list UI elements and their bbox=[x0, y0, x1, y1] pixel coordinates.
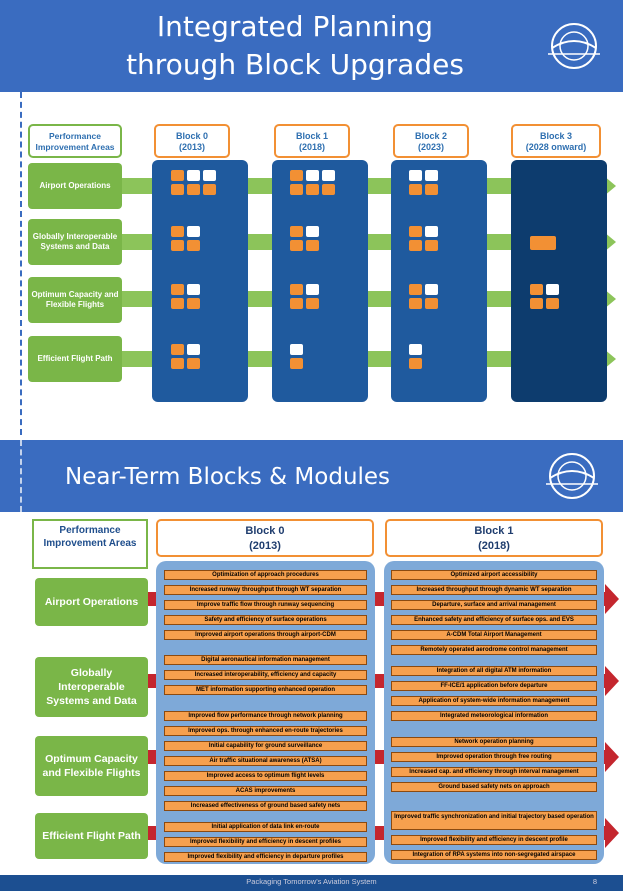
module: Remotely operated aerodrome control mana… bbox=[391, 645, 597, 655]
module-cluster bbox=[530, 236, 556, 250]
module: Improved flexibility and efficiency in d… bbox=[164, 837, 367, 847]
module-cluster bbox=[290, 226, 319, 251]
block0-column bbox=[152, 160, 248, 402]
module: Network operation planning bbox=[391, 737, 597, 747]
block3-column bbox=[511, 160, 607, 402]
area-efficient-flight-path: Efficient Flight Path bbox=[28, 336, 122, 382]
module: A-CDM Total Airport Management bbox=[391, 630, 597, 640]
area-optimum-capacity: Optimum Capacity and Flexible Flights bbox=[35, 736, 148, 796]
module: Integration of RPA systems into non-segr… bbox=[391, 850, 597, 860]
module-cluster bbox=[290, 284, 319, 309]
band-arrow bbox=[605, 742, 619, 772]
module: Ground based safety nets on approach bbox=[391, 782, 597, 792]
module: Initial capability for ground surveillan… bbox=[164, 741, 367, 751]
module: Integrated meteorological information bbox=[391, 711, 597, 721]
slide1-header: Integrated Planning through Block Upgrad… bbox=[0, 0, 623, 92]
band-arrow bbox=[605, 666, 619, 696]
area-globally-interoperable: Globally Interoperable Systems and Data bbox=[35, 657, 148, 717]
block3-header: Block 3(2028 onward) bbox=[511, 124, 601, 158]
module: Improved flexibility and efficiency in d… bbox=[391, 835, 597, 845]
module-cluster bbox=[290, 344, 303, 369]
module: FF-ICE/1 application before departure bbox=[391, 681, 597, 691]
block2-column bbox=[391, 160, 487, 402]
module-cluster bbox=[409, 226, 438, 251]
module: Improved flexibility and efficiency in d… bbox=[164, 852, 367, 862]
module: ACAS improvements bbox=[164, 786, 367, 796]
module-cluster bbox=[290, 170, 335, 195]
module: Increased interoperability, efficiency a… bbox=[164, 670, 367, 680]
module: Air traffic situational awareness (ATSA) bbox=[164, 756, 367, 766]
block0-header: Block 0(2013) bbox=[154, 124, 230, 158]
module: Application of system-wide information m… bbox=[391, 696, 597, 706]
block0-header: Block 0(2013) bbox=[156, 519, 374, 557]
icao-emblem-icon bbox=[540, 444, 604, 508]
area-globally-interoperable: Globally Interoperable Systems and Data bbox=[28, 219, 122, 265]
icao-emblem-icon bbox=[542, 14, 606, 78]
module: Increased runway throughput through WT s… bbox=[164, 585, 367, 595]
module: Improve traffic flow through runway sequ… bbox=[164, 600, 367, 610]
block2-header: Block 2(2023) bbox=[393, 124, 469, 158]
module-cluster bbox=[409, 284, 438, 309]
pia-header: Performance Improvement Areas bbox=[28, 124, 122, 158]
block1-column bbox=[272, 160, 368, 402]
module-cluster bbox=[171, 226, 200, 251]
module-cluster bbox=[171, 344, 200, 369]
area-airport-operations: Airport Operations bbox=[28, 163, 122, 209]
slide2-title: Near-Term Blocks & Modules bbox=[65, 464, 391, 490]
band-arrow bbox=[605, 584, 619, 614]
module: Initial application of data link en-rout… bbox=[164, 822, 367, 832]
module: MET information supporting enhanced oper… bbox=[164, 685, 367, 695]
module: Improved access to optimum flight levels bbox=[164, 771, 367, 781]
area-airport-operations: Airport Operations bbox=[35, 578, 148, 626]
area-efficient-flight-path: Efficient Flight Path bbox=[35, 813, 148, 859]
module-cluster bbox=[171, 170, 216, 195]
slide-near-term-blocks: Near-Term Blocks & Modules Performance I… bbox=[0, 440, 623, 891]
footer-bar: Packaging Tomorrow's Aviation System 8 bbox=[0, 875, 623, 891]
area-optimum-capacity: Optimum Capacity and Flexible Flights bbox=[28, 277, 122, 323]
module: Improved ops. through enhanced en-route … bbox=[164, 726, 367, 736]
module-cluster bbox=[530, 284, 559, 309]
slide1-dashed-border bbox=[20, 92, 22, 435]
module-cluster bbox=[409, 170, 438, 195]
block1-header: Block 1(2018) bbox=[274, 124, 350, 158]
footer-text: Packaging Tomorrow's Aviation System bbox=[246, 877, 377, 886]
module: Increased cap. and efficiency through in… bbox=[391, 767, 597, 777]
module-cluster bbox=[171, 284, 200, 309]
module-cluster bbox=[409, 344, 422, 369]
module: Departure, surface and arrival managemen… bbox=[391, 600, 597, 610]
band-arrow bbox=[605, 818, 619, 848]
module: Integration of all digital ATM informati… bbox=[391, 666, 597, 676]
block1-header: Block 1(2018) bbox=[385, 519, 603, 557]
module: Improved operation through free routing bbox=[391, 752, 597, 762]
module: Optimized airport accessibility bbox=[391, 570, 597, 580]
page-number: 8 bbox=[592, 877, 597, 886]
module: Increased effectiveness of ground based … bbox=[164, 801, 367, 811]
module: Enhanced safety and efficiency of surfac… bbox=[391, 615, 597, 625]
module: Improved traffic synchronization and ini… bbox=[391, 811, 597, 830]
module: Digital aeronautical information managem… bbox=[164, 655, 367, 665]
module: Improved flow performance through networ… bbox=[164, 711, 367, 721]
module: Improved airport operations through airp… bbox=[164, 630, 367, 640]
slide2-header: Near-Term Blocks & Modules bbox=[0, 440, 623, 512]
slide1-title: Integrated Planning through Block Upgrad… bbox=[126, 10, 464, 81]
slide2-dashed-border bbox=[20, 440, 22, 512]
slide-integrated-planning: Integrated Planning through Block Upgrad… bbox=[0, 0, 623, 435]
module: Optimization of approach procedures bbox=[164, 570, 367, 580]
module: Increased throughput through dynamic WT … bbox=[391, 585, 597, 595]
pia-header: Performance Improvement Areas bbox=[32, 519, 148, 569]
module: Safety and efficiency of surface operati… bbox=[164, 615, 367, 625]
